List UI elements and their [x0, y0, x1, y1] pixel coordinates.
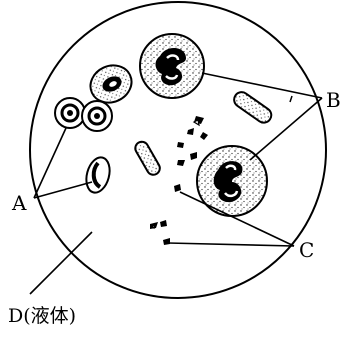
label-b: B — [326, 88, 341, 112]
label-d: D(液体) — [8, 305, 76, 327]
label-a: A — [11, 191, 27, 215]
white-blood-cell-top — [140, 34, 204, 98]
label-c: C — [299, 238, 314, 262]
red-blood-cell-left-2 — [82, 101, 112, 131]
red-blood-cell-left-1 — [55, 98, 85, 128]
